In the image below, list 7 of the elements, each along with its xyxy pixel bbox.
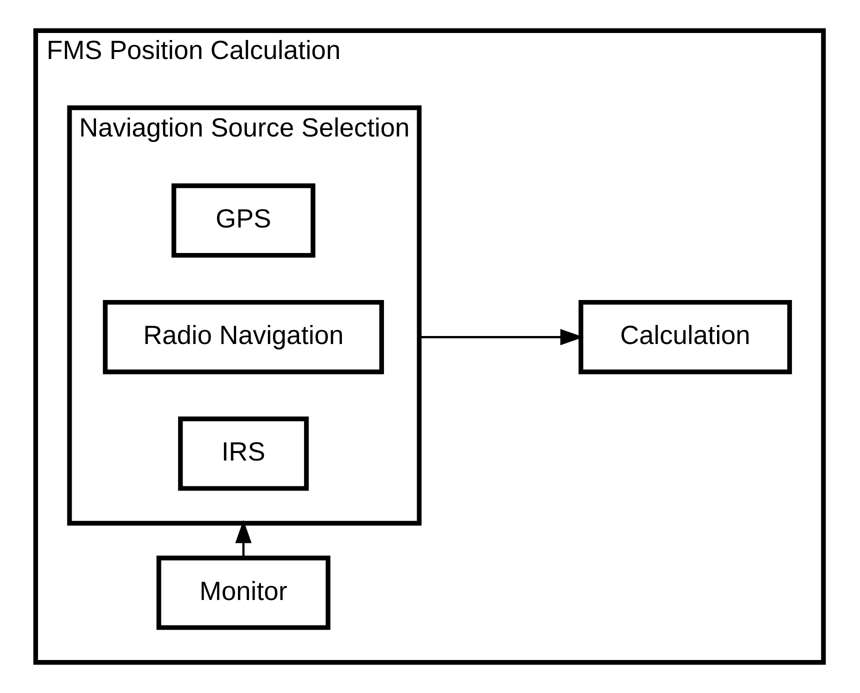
node-box: IRS xyxy=(178,416,308,491)
node-box: GPS xyxy=(171,183,315,258)
node-box: Calculation xyxy=(578,300,792,374)
node-box: Radio Navigation xyxy=(102,300,384,374)
arrow xyxy=(234,520,252,558)
node-box: Monitor xyxy=(156,556,330,630)
arrow xyxy=(418,328,584,346)
